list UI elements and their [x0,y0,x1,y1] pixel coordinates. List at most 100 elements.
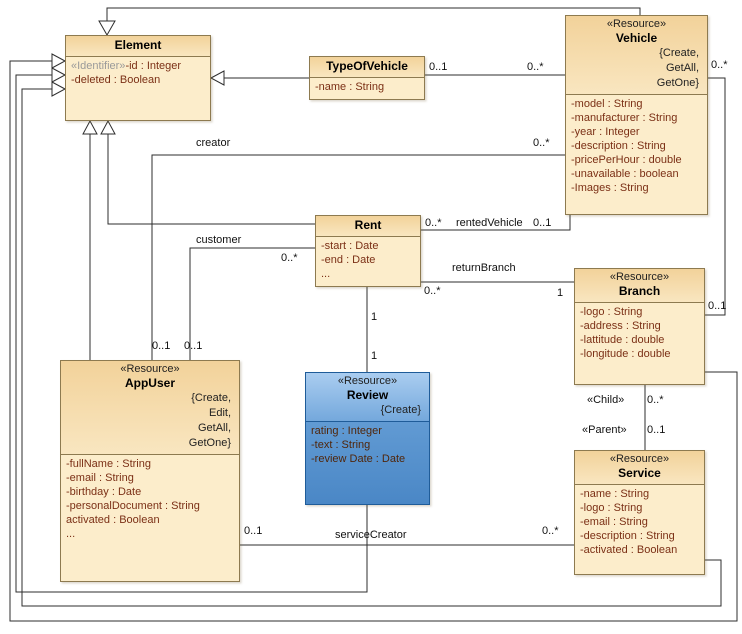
attr-line: ... [66,528,76,540]
role-label-parent: «Parent» [582,424,627,436]
attr-line-deleted: -deleted : Boolean [71,74,161,86]
multiplicity-customer-appuser-end: 0..1 [184,340,203,352]
class-rent-attributes: -start : Date-end : Date... [316,237,420,286]
generalization-branch-element [9,60,738,622]
attr-line: -email : String [580,516,648,528]
attr-line: -text : String [311,439,371,451]
class-vehicle-attributes: -model : String-manufacturer : String-ye… [566,95,707,214]
class-name-branch: Branch [618,284,661,298]
attr-id-text: -id : Integer [125,60,182,72]
attr-line: -fullName : String [66,458,151,470]
attr-line: -address : String [580,320,661,332]
class-name-vehicle: Vehicle [615,31,658,45]
multiplicity-rentreview-rent-end: 1 [371,311,378,323]
generalization-service-element [21,88,722,607]
attr-line: -email : String [66,472,134,484]
class-appuser-constraints: {Create,Edit,GetAll,GetOne} [65,391,235,451]
class-rent[interactable]: Rent -start : Date-end : Date... [315,215,421,287]
constraint-line: {Create, [659,47,699,59]
class-service[interactable]: «Resource» Service -name : String -logo :… [574,450,705,575]
multiplicity-vehicle-end-typeofvehicle: 0..* [527,61,544,73]
multiplicity-branch-end-vehicle: 0..1 [708,300,727,312]
attr-line: -activated : Boolean [580,544,678,556]
role-label-servicecreator: serviceCreator [335,529,407,541]
class-typeofvehicle-attributes: -name : String [310,78,424,99]
attr-line: -description : String [571,140,666,152]
multiplicity-vehicle-end-branch: 0..* [711,59,728,71]
attr-line: -personalDocument : String [66,500,200,512]
attr-line: -logo : String [580,502,643,514]
role-label-customer: customer [196,234,242,246]
multiplicity-returnbranch-branch-end: 1 [557,287,564,299]
multiplicity-rentedvehicle-vehicle-end: 0..1 [533,217,552,229]
multiplicity-customer-rent-end: 0..* [281,252,298,264]
attr-line: -name : String [580,488,650,500]
class-vehicle-constraints: {Create,GetAll,GetOne} [570,46,703,91]
generalization-arrow-review [51,67,67,83]
class-name-element: Element [114,38,162,52]
generalization-arrow-rent [100,119,116,135]
class-vehicle-header: «Resource» Vehicle {Create,GetAll,GetOne… [566,16,707,95]
attr-line: -unavailable : boolean [571,168,679,180]
association-customer [189,247,315,360]
multiplicity-returnbranch-rent-end: 0..* [424,285,441,297]
attr-line: -pricePerHour : double [571,154,682,166]
resource-stereotype: «Resource» [337,375,398,387]
attr-line: activated : Boolean [66,514,160,526]
generalization-arrow-branch [51,53,67,69]
attr-line: -end : Date [321,254,376,266]
multiplicity-parent-end: 0..1 [647,424,666,436]
attr-line: -review Date : Date [311,453,406,465]
attr-line: -longitude : double [580,348,671,360]
class-typeofvehicle[interactable]: TypeOfVehicle -name : String [309,56,425,100]
constraint-line: GetAll, [665,62,699,74]
class-element-header: Element [66,36,210,57]
attr-line: rating : Integer [311,425,382,437]
identifier-stereotype: «Identifier» [71,60,126,72]
generalization-review-element [15,74,368,593]
class-branch[interactable]: «Resource» Branch -logo : String -address… [574,268,705,385]
attr-line: -model : String [571,98,643,110]
multiplicity-creator-vehicle-end: 0..* [533,137,550,149]
attr-line: ... [321,268,331,280]
multiplicity-typeofvehicle-end: 0..1 [429,61,448,73]
class-review-header: «Resource» Review {Create} [306,373,429,422]
generalization-arrow-typeofvehicle [209,70,225,86]
generalization-rent-element [107,134,315,225]
class-service-attributes: -name : String -logo : String -email : Str… [575,485,704,574]
class-review-attributes: rating : Integer -text : String -review Da… [306,422,429,504]
role-label-returnbranch: returnBranch [452,262,516,274]
multiplicity-child-end: 0..* [647,394,664,406]
class-name-rent: Rent [354,218,382,232]
role-label-creator: creator [196,137,231,149]
class-review[interactable]: «Resource» Review {Create} rating : Inte… [305,372,430,505]
class-element[interactable]: Element «Identifier»-id : Integer -delet… [65,35,211,121]
generalization-arrow-appuser [82,119,98,135]
constraint-line: {Create} [380,404,421,416]
constraint-line: GetAll, [197,422,231,434]
constraint-line: Edit, [208,407,231,419]
attr-line-id: «Identifier»-id : Integer [66,59,210,73]
class-name-typeofvehicle: TypeOfVehicle [326,59,408,73]
class-element-attributes: «Identifier»-id : Integer -deleted : Boo… [66,57,210,120]
multiplicity-servicecreator-appuser-end: 0..1 [244,525,263,537]
class-review-constraints: {Create} [310,403,425,418]
resource-stereotype: «Resource» [609,453,670,465]
constraint-line: GetOne} [188,437,231,449]
class-typeofvehicle-header: TypeOfVehicle [310,57,424,78]
class-vehicle[interactable]: «Resource» Vehicle {Create,GetAll,GetOne… [565,15,708,215]
attr-line: -description : String [580,530,675,542]
class-appuser[interactable]: «Resource» AppUser {Create,Edit,GetAll,G… [60,360,240,582]
class-name-appuser: AppUser [124,376,175,390]
resource-stereotype: «Resource» [609,271,670,283]
association-creator [151,154,565,360]
class-name-review: Review [346,388,389,402]
role-label-child: «Child» [587,394,625,406]
class-appuser-attributes: -fullName : String-email : String-birthd… [61,455,239,581]
class-service-header: «Resource» Service [575,451,704,485]
multiplicity-rentreview-review-end: 1 [371,350,378,362]
attr-line: -manufacturer : String [571,112,678,124]
class-appuser-header: «Resource» AppUser {Create,Edit,GetAll,G… [61,361,239,455]
attr-line: -logo : String [580,306,643,318]
